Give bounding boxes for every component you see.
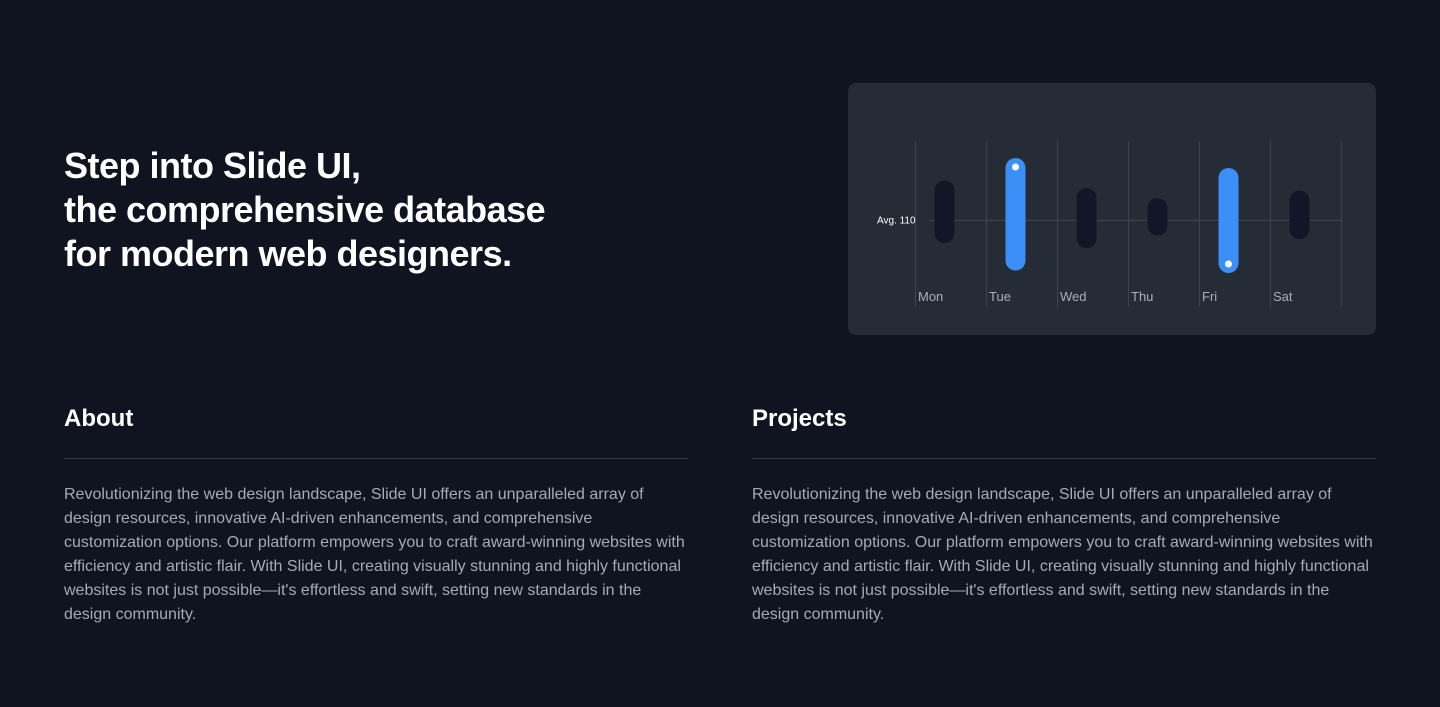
hero-title-line: Step into Slide UI, xyxy=(64,145,361,186)
bar-wed xyxy=(1076,188,1097,248)
about-body: Revolutionizing the web design landscape… xyxy=(64,486,685,623)
projects-section: Projects Revolutionizing the web design … xyxy=(752,404,1376,627)
bar-dot-fri xyxy=(1225,260,1232,268)
bar-dot-tue xyxy=(1012,163,1019,171)
tick-label-fri: Fri xyxy=(1202,289,1217,304)
bar-tue xyxy=(1005,158,1026,271)
about-section: About Revolutionizing the web design lan… xyxy=(64,404,688,627)
bar-sat xyxy=(1289,190,1310,240)
hero-title: Step into Slide UI, the comprehensive da… xyxy=(64,144,704,276)
about-title: About xyxy=(64,404,688,459)
tick-label-thu: Thu xyxy=(1131,289,1153,304)
projects-title: Projects xyxy=(752,404,1376,459)
tick-label-mon: Mon xyxy=(918,289,943,304)
projects-body: Revolutionizing the web design landscape… xyxy=(752,486,1373,623)
tick-label-wed: Wed xyxy=(1060,289,1087,304)
bar-thu xyxy=(1147,198,1168,236)
tick-label-sat: Sat xyxy=(1273,289,1293,304)
bar-fri xyxy=(1218,168,1239,273)
average-label: Avg. 110 xyxy=(877,216,916,227)
hero-title-line: for modern web designers. xyxy=(64,233,512,274)
tick-label-tue: Tue xyxy=(989,289,1011,304)
hero-title-line: the comprehensive database xyxy=(64,189,546,230)
bar-mon xyxy=(934,180,955,243)
